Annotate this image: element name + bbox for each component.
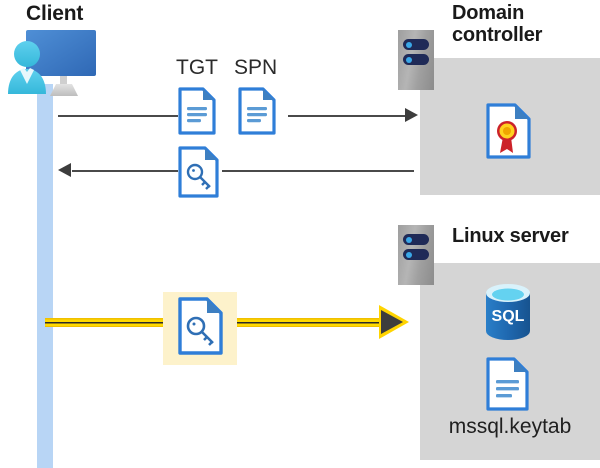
client-lifeline xyxy=(37,84,53,468)
dc-to-client-line-left xyxy=(72,170,178,172)
server-led-pill xyxy=(403,234,429,245)
spn-document-icon xyxy=(238,87,276,140)
client-computer-user-icon xyxy=(6,28,96,98)
linux-server-rack-icon xyxy=(398,225,434,285)
keytab-document-icon xyxy=(486,357,530,416)
client-to-linux-yellow-line-right xyxy=(235,318,387,327)
sql-database-icon: SQL xyxy=(482,283,534,346)
client-to-dc-line-right xyxy=(288,115,410,117)
linux-server-title: Linux server xyxy=(452,225,569,247)
spn-label: SPN xyxy=(234,56,278,79)
server-led-dot xyxy=(406,41,412,48)
server-led-pill xyxy=(403,39,429,50)
client-to-linux-arrowhead-inner xyxy=(381,310,403,334)
ticket-key-document-icon xyxy=(178,146,220,203)
service-ticket-key-document-icon xyxy=(178,297,224,360)
domain-controller-server-rack-icon xyxy=(398,30,434,90)
client-to-dc-arrowhead xyxy=(405,108,418,122)
client-title: Client xyxy=(26,2,84,25)
domain-controller-title-line2: controller xyxy=(452,24,543,47)
server-led-dot xyxy=(406,56,412,63)
certificate-document-icon xyxy=(486,103,532,164)
server-led-pill xyxy=(403,54,429,65)
tgt-label: TGT xyxy=(176,56,218,79)
server-led-pill xyxy=(403,249,429,260)
domain-controller-title-line1: Domain xyxy=(452,2,525,24)
client-to-linux-yellow-line-left xyxy=(45,318,165,327)
dc-to-client-line-right xyxy=(222,170,414,172)
keytab-filename-label: mssql.keytab xyxy=(448,415,572,438)
tgt-document-icon xyxy=(178,87,216,140)
sql-label: SQL xyxy=(492,308,525,325)
domain-controller-title: Domain controller xyxy=(452,2,592,47)
client-to-dc-line-left xyxy=(58,115,178,117)
server-led-dot xyxy=(406,236,412,243)
server-led-dot xyxy=(406,251,412,258)
dc-to-client-arrowhead xyxy=(58,163,71,177)
